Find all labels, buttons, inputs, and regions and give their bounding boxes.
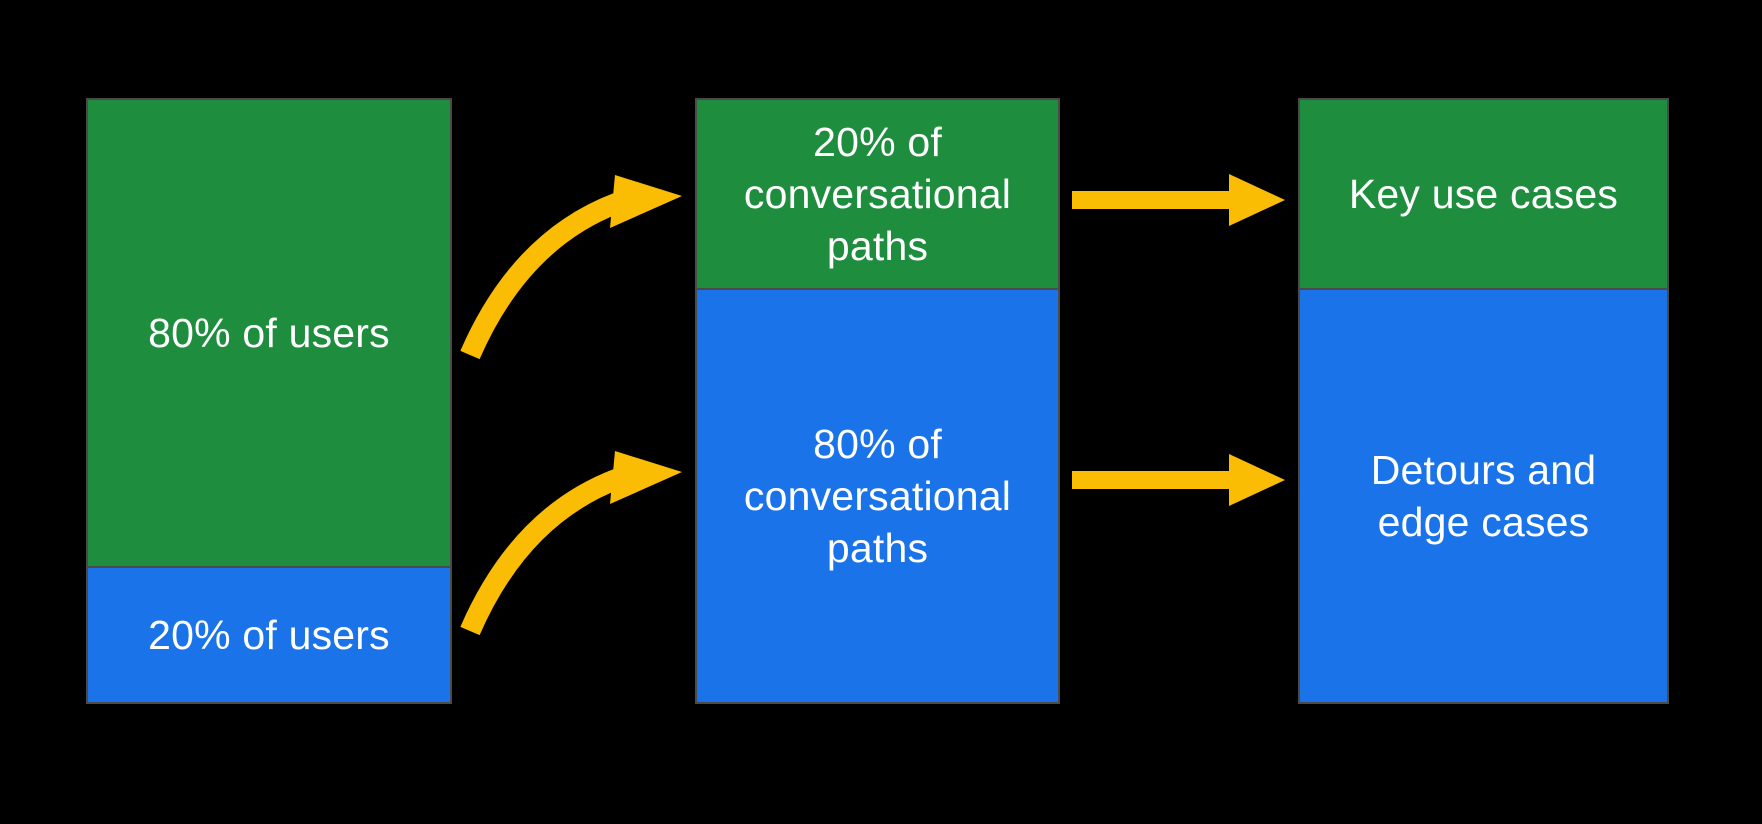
users-majority-label: 80% of users bbox=[148, 310, 390, 356]
curved-arrow-up-icon bbox=[450, 148, 690, 368]
users-minority-segment: 20% of users bbox=[86, 566, 452, 704]
key-use-cases-label: Key use cases bbox=[1348, 171, 1619, 217]
arrow-right-icon bbox=[1072, 450, 1287, 510]
paths-majority-label-line1: 80% of bbox=[813, 421, 942, 467]
paths-minority-label-line1: 20% of bbox=[813, 119, 942, 165]
paths-minority-segment: 20% of conversational paths bbox=[695, 98, 1060, 290]
paths-minority-label-line3: paths bbox=[826, 223, 929, 269]
detours-edge-cases-segment: Detours and edge cases bbox=[1298, 288, 1669, 704]
users-majority-segment: 80% of users bbox=[86, 98, 452, 568]
users-minority-label: 20% of users bbox=[148, 612, 390, 658]
key-use-cases-segment: Key use cases bbox=[1298, 98, 1669, 290]
curved-arrow-up-icon bbox=[450, 424, 690, 644]
arrow-right-icon bbox=[1072, 170, 1287, 230]
paths-minority-label-line2: conversational bbox=[743, 171, 1012, 217]
paths-majority-label-line3: paths bbox=[826, 525, 929, 571]
paths-majority-label-line2: conversational bbox=[743, 473, 1012, 519]
detours-label-line1: Detours and bbox=[1370, 447, 1597, 493]
detours-label-line2: edge cases bbox=[1377, 499, 1590, 545]
paths-majority-segment: 80% of conversational paths bbox=[695, 288, 1060, 704]
